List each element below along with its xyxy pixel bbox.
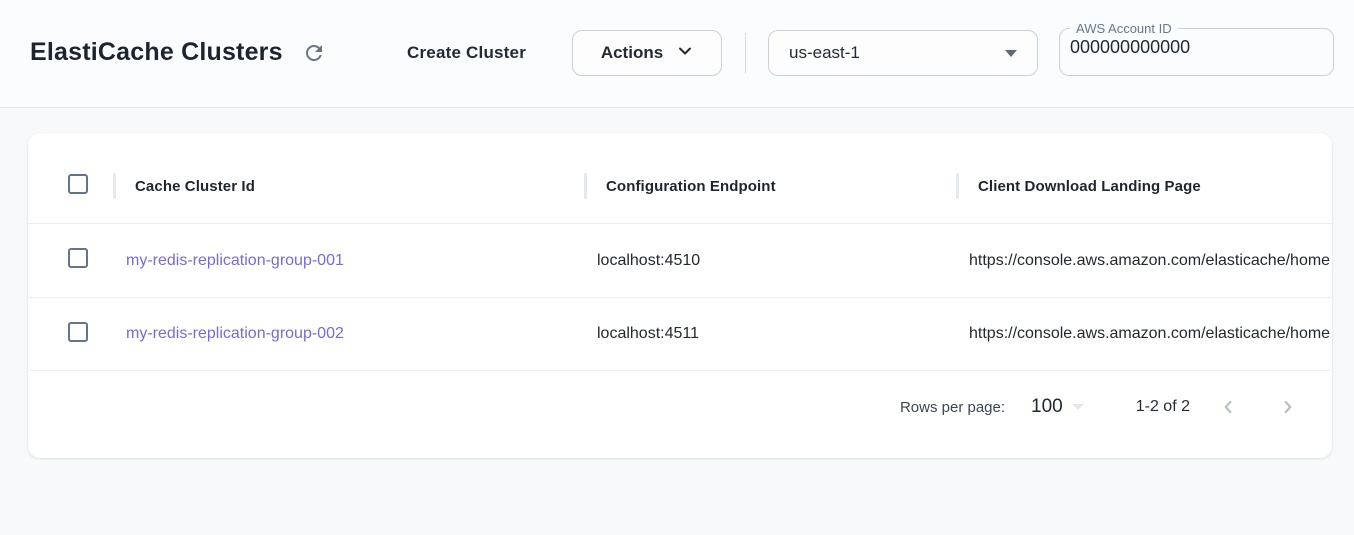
table-header-row: Cache Cluster Id Configuration Endpoint … xyxy=(28,149,1332,224)
rows-per-page-arrow-icon[interactable] xyxy=(1071,404,1084,410)
clusters-table-card: Cache Cluster Id Configuration Endpoint … xyxy=(28,133,1332,458)
select-all-checkbox[interactable] xyxy=(68,173,88,194)
row-checkbox[interactable] xyxy=(68,248,88,268)
rows-per-page-label: Rows per page: xyxy=(899,398,1006,416)
actions-button[interactable]: Actions xyxy=(572,30,722,76)
table-row: my-redis-replication-group-001 localhost… xyxy=(28,224,1332,298)
row-checkbox[interactable] xyxy=(68,321,88,342)
configuration-endpoint-cell: localhost:4511 xyxy=(597,325,699,342)
chevron-right-icon xyxy=(1277,396,1299,418)
region-select-value: us-east-1 xyxy=(789,43,860,62)
refresh-icon xyxy=(302,41,326,68)
aws-account-id-label: AWS Account ID xyxy=(1076,21,1172,36)
page-title: ElastiCache Clusters xyxy=(30,38,283,66)
table-pagination: Rows per page: 100 1-2 of 2 xyxy=(28,371,1332,443)
aws-account-id-input[interactable] xyxy=(1060,36,1333,66)
chevron-left-icon xyxy=(1217,396,1239,418)
table-row: my-redis-replication-group-002 localhost… xyxy=(28,298,1332,371)
cluster-id-link[interactable]: my-redis-replication-group-002 xyxy=(126,325,344,342)
topbar-divider xyxy=(745,33,746,73)
column-resize-handle[interactable] xyxy=(956,173,959,199)
column-resize-handle[interactable] xyxy=(113,173,116,199)
column-header-cache-cluster-id: Cache Cluster Id xyxy=(135,177,255,195)
aws-account-id-field: AWS Account ID xyxy=(1059,21,1334,76)
column-resize-handle[interactable] xyxy=(584,173,587,199)
previous-page-button[interactable] xyxy=(1206,385,1250,429)
topbar: ElastiCache Clusters Create Cluster Acti… xyxy=(0,0,1354,108)
rows-per-page-select[interactable]: 100 xyxy=(1031,396,1063,417)
create-cluster-button[interactable]: Create Cluster xyxy=(407,30,526,76)
chevron-down-icon xyxy=(677,43,693,64)
region-select[interactable]: us-east-1 xyxy=(768,30,1038,76)
next-page-button[interactable] xyxy=(1266,385,1310,429)
cluster-id-link[interactable]: my-redis-replication-group-001 xyxy=(126,251,344,269)
column-header-client-download-landing-page: Client Download Landing Page xyxy=(978,177,1201,195)
landing-page-cell: https://console.aws.amazon.com/elasticac… xyxy=(969,251,1331,269)
landing-page-cell: https://console.aws.amazon.com/elasticac… xyxy=(969,325,1331,342)
actions-button-label: Actions xyxy=(600,43,664,62)
dropdown-arrow-icon xyxy=(1005,49,1017,57)
pagination-range-label: 1-2 of 2 xyxy=(1135,398,1190,415)
refresh-button[interactable] xyxy=(300,40,328,68)
column-header-configuration-endpoint: Configuration Endpoint xyxy=(606,177,776,195)
configuration-endpoint-cell: localhost:4510 xyxy=(597,251,701,269)
